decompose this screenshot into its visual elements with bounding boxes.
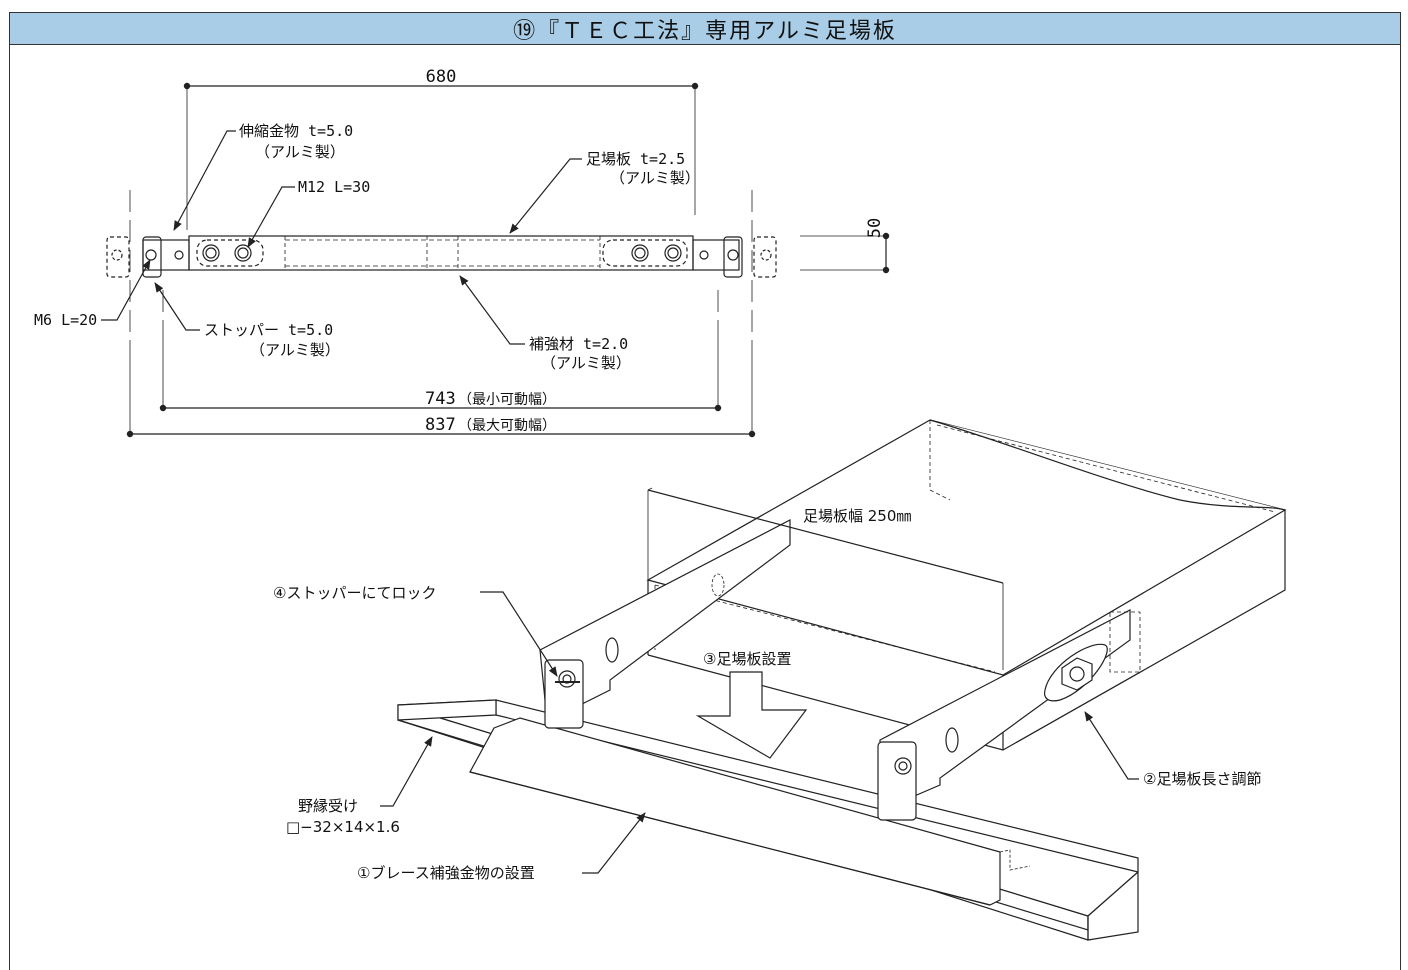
reinforcement-material: （アルミ製） — [541, 354, 631, 372]
bolt-m6-label: M6 L=20 — [34, 311, 97, 329]
leader-rail — [380, 736, 433, 807]
dim-line-width — [647, 489, 1004, 584]
step2-label: ②足場板長さ調節 — [1143, 770, 1261, 788]
leader-m12 — [247, 186, 295, 248]
leader-step1 — [582, 812, 646, 874]
slot-right — [602, 239, 688, 267]
leader-plank — [509, 158, 582, 234]
dim-50-label: 50 — [865, 218, 885, 238]
dim-837-note: （最大可動幅） — [458, 418, 556, 434]
dim-837-label: 837 — [425, 415, 456, 435]
bolt-m12-label: M12 L=30 — [298, 178, 370, 196]
leader-stopper — [154, 282, 200, 331]
stopper-label: ストッパー t=5.0 — [204, 321, 333, 339]
step1-label: ①ブレース補強金物の設置 — [357, 864, 535, 882]
rail-spec: □−32×14×1.6 — [286, 818, 400, 836]
isometric-view — [380, 419, 1287, 941]
dim-743-label: 743 — [425, 389, 456, 409]
telescoping-material: （アルミ製） — [255, 143, 345, 161]
reinforcement-label: 補強材 t=2.0 — [529, 335, 628, 353]
leader-telescoping — [173, 130, 236, 231]
plank-material: （アルミ製） — [610, 169, 700, 187]
leader-m6 — [101, 259, 151, 321]
leader-reinforcement — [459, 275, 525, 345]
drawing-frame — [9, 44, 1401, 970]
leader-step4 — [480, 591, 558, 677]
leader-step2 — [1084, 711, 1139, 780]
placement-arrow — [695, 671, 808, 759]
telescoping-label: 伸縮金物 t=5.0 — [239, 122, 353, 140]
dim-680-label: 680 — [426, 67, 457, 87]
plank-label: 足場板 t=2.5 — [586, 150, 685, 168]
step3-label: ③足場板設置 — [703, 650, 791, 668]
slot-left — [196, 239, 264, 267]
stopper-material: （アルミ製） — [250, 341, 340, 359]
page-title: ⑲『ＴＥＣ工法』専用アルミ足場板 — [9, 12, 1401, 45]
dim-743-note: （最小可動幅） — [458, 392, 556, 408]
plank-rect — [188, 235, 694, 271]
plan-view — [101, 82, 890, 438]
width-label: 足場板幅 250㎜ — [803, 507, 911, 525]
rail-label: 野縁受け — [298, 797, 358, 815]
step4-label: ④ストッパーにてロック — [273, 584, 436, 602]
